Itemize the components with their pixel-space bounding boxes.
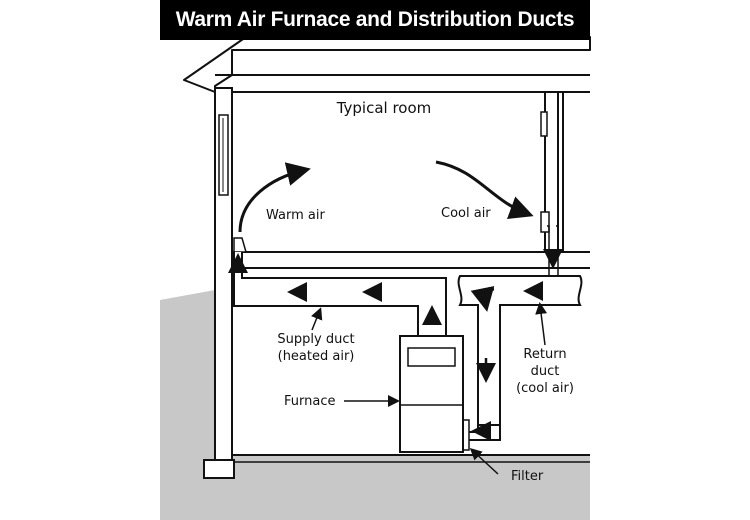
return-cool-air-label: (cool air) [516, 381, 574, 396]
return-duct-label: duct [531, 364, 560, 379]
page-title: Warm Air Furnace and Distribution Ducts [160, 0, 590, 40]
supply-duct-sublabel: (heated air) [278, 349, 355, 364]
supply-duct [233, 252, 447, 341]
filter-label: Filter [511, 469, 544, 484]
return-label: Return [523, 347, 566, 362]
door-casing [540, 111, 548, 137]
supply-leader [311, 307, 323, 331]
roof [183, 36, 591, 93]
filter-leader [469, 447, 499, 475]
cool-air-label: Cool air [441, 206, 491, 221]
return-grille [540, 211, 550, 233]
flow-arrow [470, 285, 495, 312]
cool-air-arrow [435, 160, 534, 220]
room-label: Typical room [336, 99, 432, 117]
supply-register [233, 237, 247, 253]
return-leader [535, 302, 548, 346]
furnace-panel [407, 347, 456, 367]
warm-air-label: Warm air [266, 208, 325, 223]
supply-duct-label: Supply duct [277, 332, 354, 347]
return-drop [465, 425, 501, 441]
warm-air-arrow [238, 162, 311, 233]
footing [203, 459, 235, 479]
furnace-label: Furnace [284, 394, 335, 409]
